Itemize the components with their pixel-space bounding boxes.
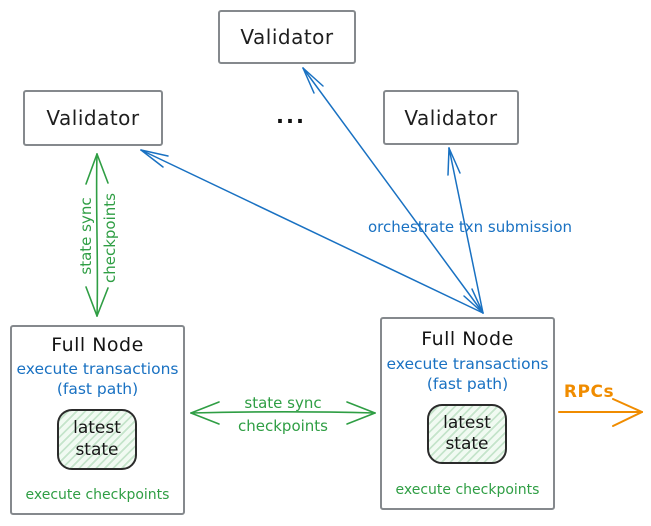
full-node-left-box: Full Node execute transactions (fast pat… <box>10 325 185 515</box>
orchestrate-txn-submission-label: orchestrate txn submission <box>367 218 573 236</box>
full-node-right-title: Full Node <box>421 328 514 350</box>
validator-top-box: Validator <box>218 10 356 64</box>
horizontal-arrow-label-checkpoints: checkpoints <box>238 417 328 435</box>
full-node-left-exec-transactions: execute transactions <box>16 360 179 378</box>
horizontal-arrow-label-state-sync: state sync <box>244 394 322 412</box>
validator-left-label: Validator <box>46 106 140 130</box>
latest-state-line1: latest <box>443 412 491 433</box>
full-node-left-title: Full Node <box>51 334 144 356</box>
full-node-right-latest-state-box: latest state <box>427 404 507 464</box>
full-node-right-box: Full Node execute transactions (fast pat… <box>380 317 555 510</box>
latest-state-line2: state <box>75 439 119 460</box>
full-node-left-fast-path: (fast path) <box>56 380 139 398</box>
validator-right-box: Validator <box>383 90 519 145</box>
full-node-right-exec-transactions: execute transactions <box>386 355 549 373</box>
rpcs-arrow <box>558 398 643 427</box>
validators-ellipsis: ... <box>276 104 306 128</box>
vertical-arrow-label-state-sync: state sync <box>77 197 95 275</box>
latest-state-line1: latest <box>73 418 121 439</box>
full-node-left-latest-state-box: latest state <box>57 409 137 470</box>
validator-right-label: Validator <box>404 105 498 130</box>
full-node-left-exec-checkpoints: execute checkpoints <box>25 487 170 503</box>
latest-state-line2: state <box>445 434 489 454</box>
rpcs-label: RPCs <box>563 382 615 402</box>
validator-top-label: Validator <box>240 25 334 49</box>
vertical-arrow-label-checkpoints: checkpoints <box>101 193 119 283</box>
full-node-right-exec-checkpoints: execute checkpoints <box>395 482 540 498</box>
full-node-right-fast-path: (fast path) <box>426 375 509 393</box>
validator-left-box: Validator <box>23 90 163 146</box>
